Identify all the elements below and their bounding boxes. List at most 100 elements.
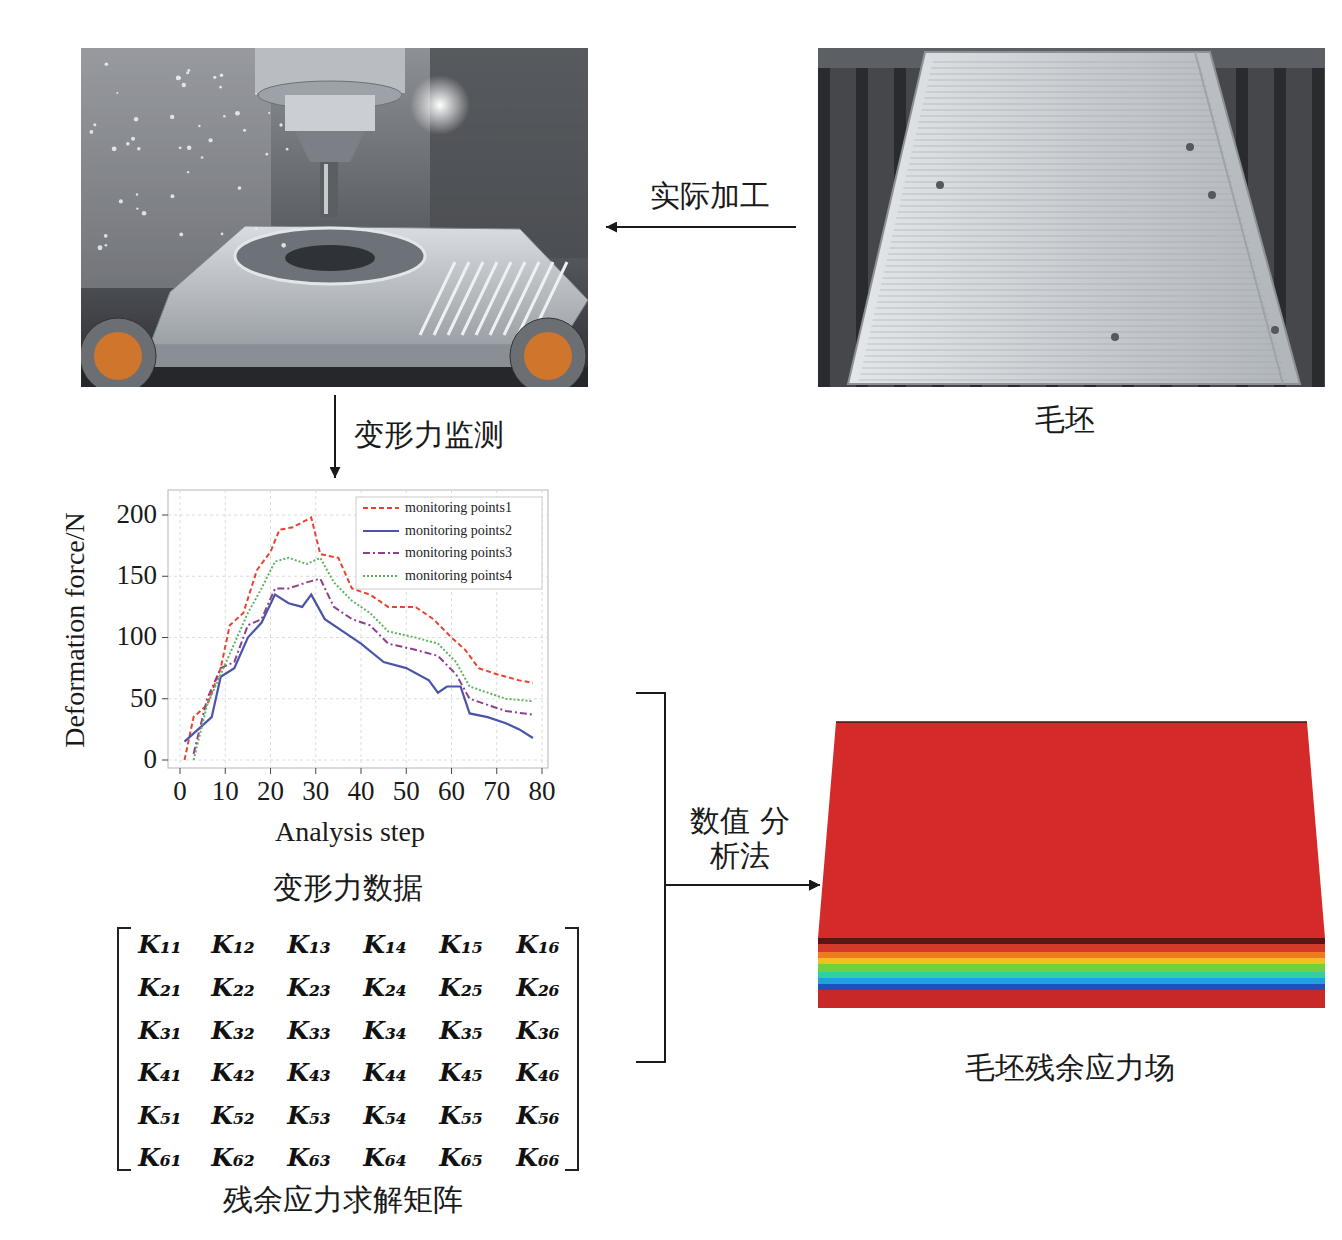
- matrix-entry: K₆₄: [363, 1144, 407, 1173]
- grid-line: [180, 490, 181, 768]
- plate-groove: [883, 278, 1260, 279]
- legend-text: monitoring points4: [405, 568, 512, 584]
- axis-title: Deformation force/N: [59, 512, 91, 748]
- tick-mark: [180, 768, 181, 774]
- tick-label: 0: [173, 776, 187, 807]
- tick-label: 70: [483, 776, 510, 807]
- matrix-entry: K₆₆: [516, 1144, 560, 1173]
- plate-groove: [910, 158, 1226, 159]
- tick-mark: [162, 760, 168, 761]
- coolant-speck: [119, 199, 123, 203]
- legend-sample: [362, 501, 400, 515]
- tick-label: 80: [529, 776, 556, 807]
- tick-label: 50: [130, 683, 157, 714]
- matrix-entry: K₃₅: [439, 1017, 483, 1046]
- matrix-entry: K₄₄: [363, 1059, 407, 1088]
- grid-line: [225, 490, 226, 768]
- tick-mark: [542, 768, 543, 774]
- plate-groove: [860, 374, 1285, 375]
- tick-mark: [225, 768, 226, 774]
- plate-groove: [917, 128, 1218, 129]
- legend-text: monitoring points3: [405, 545, 512, 561]
- plate-groove: [905, 182, 1233, 183]
- axis-title: Analysis step: [275, 816, 425, 848]
- matrix-bracket: [118, 928, 131, 1170]
- grid-line: [270, 490, 271, 768]
- plate-groove: [920, 116, 1215, 117]
- workpiece-rib: [448, 262, 483, 335]
- tick-mark: [361, 768, 362, 774]
- plate-groove: [897, 218, 1244, 219]
- plate-groove: [885, 266, 1256, 267]
- coolant-speck: [170, 194, 174, 198]
- legend-item: monitoring points2: [362, 523, 512, 539]
- plate-groove: [931, 68, 1202, 69]
- matrix-entry: K₁₂: [211, 931, 255, 960]
- plate-groove: [924, 98, 1210, 99]
- plate-groove: [902, 194, 1236, 195]
- matrix-entry: K₁₃: [287, 931, 331, 960]
- legend-line: [363, 575, 399, 577]
- tick-label: 60: [438, 776, 465, 807]
- matrix-entry: K₅₁: [138, 1102, 182, 1131]
- coolant-speck: [238, 186, 242, 190]
- matrix-entry: K₂₃: [287, 974, 331, 1003]
- tick-mark: [162, 698, 168, 699]
- legend-sample: [362, 546, 400, 560]
- matrix-entry: K₄₂: [211, 1059, 255, 1088]
- stress-band: [818, 984, 1325, 990]
- tool-highlight: [324, 164, 328, 214]
- plate-groove: [892, 236, 1248, 237]
- plate-groove: [884, 272, 1258, 273]
- coolant-speck: [126, 142, 130, 146]
- plate-groove: [903, 188, 1234, 189]
- cutting-tool: [320, 162, 338, 217]
- tick-mark: [315, 768, 316, 774]
- matrix-entry: K₃₆: [516, 1017, 560, 1046]
- caption: 残余应力求解矩阵: [223, 1183, 463, 1218]
- plate-groove: [859, 380, 1287, 381]
- legend-sample: [362, 524, 400, 538]
- tick-mark: [406, 768, 407, 774]
- matrix-entry: K₂₆: [516, 974, 560, 1003]
- plate-hole: [1271, 326, 1279, 334]
- data-series: [194, 579, 533, 754]
- tick-label: 50: [393, 776, 420, 807]
- workpiece-rib: [434, 262, 469, 335]
- tick-mark: [270, 768, 271, 774]
- stress-band: [818, 978, 1325, 984]
- legend-line: [363, 507, 399, 509]
- workpiece-front: [150, 345, 560, 367]
- stress-band: [818, 952, 1325, 958]
- tick-label: 100: [117, 621, 158, 652]
- stress-band: [818, 958, 1325, 964]
- caption: 毛坯残余应力场: [965, 1051, 1175, 1086]
- tick-label: 150: [117, 560, 158, 591]
- stress-band: [818, 972, 1325, 978]
- grid-line: [168, 698, 548, 699]
- matrix-entry: K₂₁: [138, 974, 182, 1003]
- matrix-entry: K₂₂: [211, 974, 255, 1003]
- tick-mark: [162, 576, 168, 577]
- matrix-entry: K₄₃: [287, 1059, 331, 1088]
- plate-groove: [922, 110, 1214, 111]
- line-chart: [162, 490, 548, 774]
- plate-groove: [881, 284, 1261, 285]
- matrix-entry: K₅₅: [439, 1102, 483, 1131]
- coolant-speck: [131, 137, 135, 141]
- workpiece-bore: [285, 245, 375, 271]
- plate-groove: [908, 170, 1230, 171]
- machine-interior: [81, 48, 588, 387]
- plate-groove: [906, 176, 1231, 177]
- machining-photo-box: [81, 48, 588, 387]
- coolant-speck: [104, 234, 108, 238]
- legend-item: monitoring points4: [362, 568, 512, 584]
- matrix-entry: K₆₅: [439, 1144, 483, 1173]
- tick-mark: [451, 768, 452, 774]
- plate-texture: [859, 62, 1287, 380]
- plate-groove: [870, 332, 1274, 333]
- connector-arrow: [636, 885, 820, 1062]
- aluminium-plate: [848, 52, 1300, 384]
- grid-line: [168, 760, 548, 761]
